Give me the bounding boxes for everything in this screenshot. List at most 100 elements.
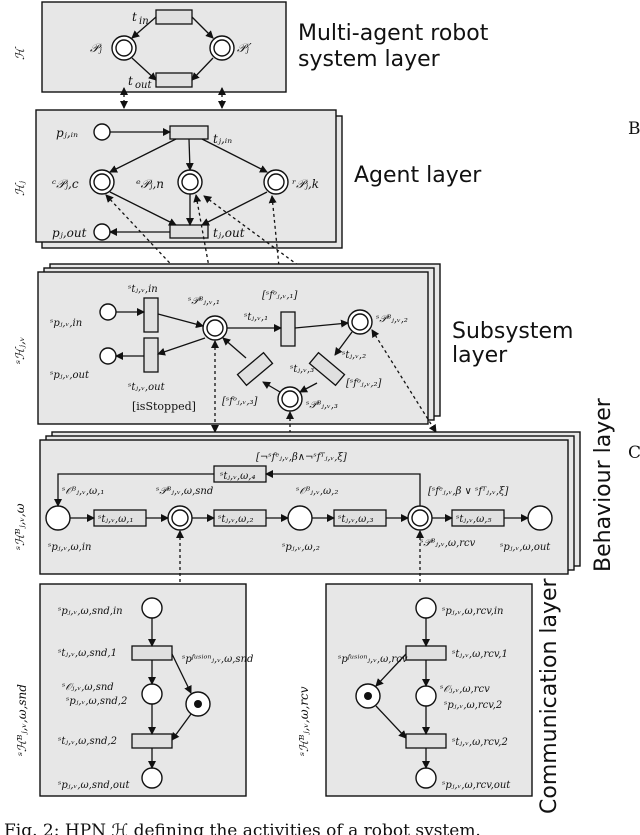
sub-p1-label: ˢ𝒫ᴮⱼ,ᵥ,₁ — [188, 296, 220, 307]
beh-cond-top: [¬ˢfᵉⱼ,ᵥ,β∧¬ˢfᵀⱼ,ᵥ,ξ] — [256, 452, 347, 463]
t-in-sub: in — [139, 16, 149, 27]
beh-pin-label: ˢpⱼ,ᵥ,ω,in — [48, 542, 91, 553]
sub-t3-label: ˢtⱼ,ᵥ,₃ — [290, 364, 314, 375]
t-snd-1 — [131, 645, 173, 661]
sub-tout-label: ˢtⱼ,ᵥ,out — [128, 382, 166, 393]
pjc-label: ᶜ𝒫ⱼ,c — [52, 177, 79, 191]
t-out-transition — [155, 72, 193, 88]
snd-fusion-token — [194, 700, 202, 708]
pjp-label: 𝒫ⱼ′ — [237, 41, 252, 55]
place-sub-p2-inner — [351, 313, 369, 331]
t-in-transition — [155, 9, 193, 25]
sub-f1-label: [ˢfᵒⱼ,ᵥ,₁] — [262, 290, 298, 301]
place-beh-p2 — [287, 505, 313, 531]
place-snd-p2 — [141, 683, 163, 705]
t-out-sub: out — [135, 80, 152, 91]
snd-fusion-label: ˢpᶠᵘˢⁱᵒⁿⱼ,ᵥ,ω,snd — [182, 654, 253, 665]
sub-stopped-label: [isStopped] — [132, 400, 196, 413]
place-beh-psnd-inner — [171, 509, 189, 527]
margin-c: C — [628, 443, 640, 463]
subsystem-title-1: Subsystem — [452, 319, 573, 344]
t-sub-2 — [308, 351, 346, 387]
place-snd-pout — [141, 767, 163, 789]
sub-pout-label: ˢpⱼ,ᵥ,out — [50, 370, 90, 381]
subsystem-layer: ˢtⱼ,ᵥ,in ˢpⱼ,ᵥ,in ˢpⱼ,ᵥ,out ˢtⱼ,ᵥ,out [i… — [13, 263, 573, 425]
subsystem-box-front — [37, 271, 429, 425]
margin-b: B — [628, 119, 640, 139]
place-beh-prcv-inner — [411, 509, 429, 527]
beh-o1-label: ˢ𝒪ᴮⱼ,ᵥ,ω,₁ — [62, 486, 104, 497]
snd-t1-label: ˢtⱼ,ᵥ,ω,snd,1 — [58, 648, 117, 659]
h-side-label: ℋ — [13, 46, 27, 60]
sub-p2-label: ˢ𝒫ᴮⱼ,ᵥ,₂ — [376, 314, 408, 325]
behaviour-layer: [¬ˢfᵉⱼ,ᵥ,β∧¬ˢfᵀⱼ,ᵥ,ξ] ˢtⱼ,ᵥ,ω,₄ ˢ𝒪ᴮⱼ,ᵥ,ω… — [13, 397, 616, 575]
t-snd-2 — [131, 733, 173, 749]
beh-t5-label: ˢtⱼ,ᵥ,ω,₅ — [456, 514, 491, 525]
snd-pout-label: ˢpⱼ,ᵥ,ω,snd,out — [58, 780, 130, 791]
figure-caption: Fig. 2: HPN ℋ defining the activities of… — [4, 821, 481, 835]
rcv-layer: ˢpⱼ,ᵥ,ω,rcv,in ˢpᶠᵘˢⁱᵒⁿⱼ,ᵥ,ω,rcv ˢtⱼ,ᵥ,ω… — [297, 577, 562, 814]
rcv-fusion-token — [364, 692, 372, 700]
snd-pin-label: ˢpⱼ,ᵥ,ω,snd,in — [58, 606, 123, 617]
sub-p3-label: ˢ𝒫ᴮⱼ,ᵥ,₃ — [306, 400, 338, 411]
communication-title: Communication layer — [537, 577, 562, 814]
place-beh-pout — [527, 505, 553, 531]
rcv-fusion-label: ˢpᶠᵘˢⁱᵒⁿⱼ,ᵥ,ω,rcv — [338, 654, 408, 665]
t-sub-out — [143, 337, 159, 373]
beh-t2-label: ˢtⱼ,ᵥ,ω,₂ — [218, 514, 253, 525]
shjv-side-label: ˢℋⱼ,ᵥ — [13, 337, 27, 364]
place-rcv-pin — [415, 597, 437, 619]
tjout-label: tⱼ,out — [213, 226, 245, 240]
pjin-label: pⱼ,ᵢₙ — [56, 126, 78, 140]
beh-pout-label: ˢpⱼ,ᵥ,ω,out — [500, 542, 551, 553]
tjin-label: tⱼ,ᵢₙ — [213, 132, 232, 146]
beh-t4-label: ˢtⱼ,ᵥ,ω,₄ — [220, 471, 255, 482]
beh-prcv-label: ˢ𝒫ᴮⱼ,ᵥ,ω,rcv — [420, 538, 476, 549]
t-rcv-1 — [405, 645, 447, 661]
t-sub-1 — [280, 311, 296, 347]
shjvw-side-label: ˢℋᴮⱼ,ᵥ,ω — [13, 503, 27, 550]
sub-t1-label: ˢtⱼ,ᵥ,₁ — [244, 312, 268, 323]
rcv-t1-label: ˢtⱼ,ᵥ,ω,rcv,1 — [452, 649, 508, 660]
rcv-o-label: ˢ𝒪ⱼ,ᵥ,ω,rcv — [440, 684, 490, 695]
beh-t3-label: ˢtⱼ,ᵥ,ω,₃ — [338, 514, 373, 525]
beh-t1-label: ˢtⱼ,ᵥ,ω,₁ — [98, 514, 133, 525]
place-pjout — [93, 223, 111, 241]
snd-layer: ˢpⱼ,ᵥ,ω,snd,in ˢtⱼ,ᵥ,ω,snd,1 ˢpᶠᵘˢⁱᵒⁿⱼ,ᵥ… — [15, 583, 253, 797]
t-in-label: t — [132, 10, 137, 24]
rcv-p2-label: ˢpⱼ,ᵥ,ω,rcv,2 — [444, 700, 502, 711]
place-beh-pin — [45, 505, 71, 531]
place-pjin — [93, 123, 111, 141]
pj-label: 𝒫ⱼ — [90, 41, 103, 55]
place-sub-pout — [99, 347, 117, 365]
subsystem-title-2: layer — [452, 343, 508, 368]
snd-t2-label: ˢtⱼ,ᵥ,ω,snd,2 — [58, 736, 117, 747]
beh-o2-label: ˢ𝒪ᴮⱼ,ᵥ,ω,₂ — [296, 486, 338, 497]
place-snd-pin — [141, 597, 163, 619]
sub-tin-label: ˢtⱼ,ᵥ,in — [128, 284, 158, 295]
mars-layer: t in 𝒫ⱼ 𝒫ⱼ′ t out ℋ Multi-agent robot sy… — [13, 1, 489, 93]
place-sub-pin — [99, 303, 117, 321]
agent-layer: pⱼ,ᵢₙ tⱼ,ᵢₙ ᶜ𝒫ⱼ,c ᵉ𝒫ⱼ,n ʳ𝒫ⱼ,k pⱼ,out tⱼ,… — [13, 109, 482, 249]
beh-p2-label: ˢpⱼ,ᵥ,ω,₂ — [282, 542, 320, 553]
t-jin-transition — [169, 125, 209, 140]
snd-o-label: ˢ𝒪ⱼ,ᵥ,ω,snd — [62, 682, 114, 693]
beh-cond-right: [ˢfᵉⱼ,ᵥ,β ∨ ˢfᵀⱼ,ᵥ,ξ] — [428, 486, 509, 497]
snd-p2-label: ˢpⱼ,ᵥ,ω,snd,2 — [66, 696, 127, 707]
place-pjn-inner — [181, 173, 199, 191]
shsnd-side-label: ˢℋᴮⱼ,ᵥ,ω,snd — [15, 684, 29, 756]
place-sub-p1-inner — [206, 319, 224, 337]
place-pjp-inner — [213, 39, 231, 57]
mars-title-1: Multi-agent robot — [298, 21, 489, 46]
agent-title: Agent layer — [354, 163, 482, 188]
rcv-pin-label: ˢpⱼ,ᵥ,ω,rcv,in — [442, 606, 504, 617]
pjn-label: ᵉ𝒫ⱼ,n — [136, 177, 164, 191]
behaviour-title: Behaviour layer — [591, 397, 616, 572]
sub-pin-label: ˢpⱼ,ᵥ,in — [50, 318, 82, 329]
place-rcv-p2 — [415, 685, 437, 707]
sub-f3-label: [ˢfᵒⱼ,ᵥ,₃] — [222, 396, 258, 407]
t-out-label: t — [128, 74, 133, 88]
place-pjc-inner — [93, 173, 111, 191]
